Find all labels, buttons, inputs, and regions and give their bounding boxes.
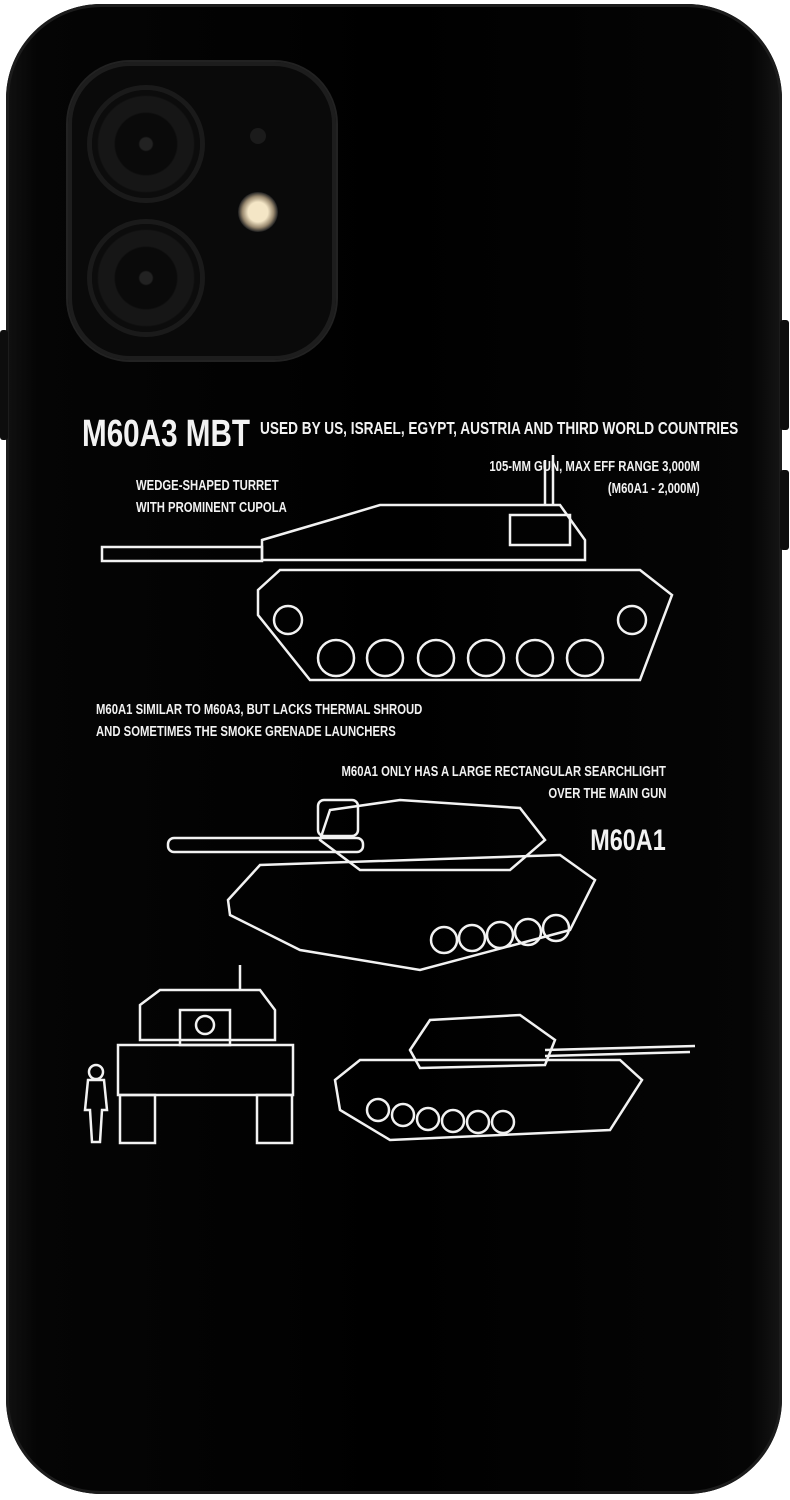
m60a1-three-quarter-view — [166, 798, 597, 972]
m60-rear-three-quarter-view — [333, 1013, 696, 1142]
gun-note-2: (M60A1 - 2,000M) — [608, 481, 700, 497]
side-button-left — [0, 330, 8, 440]
road-wheels — [272, 604, 648, 678]
microphone-hole — [250, 128, 266, 144]
title: M60A3 MBT — [82, 413, 250, 455]
human-silhouette-scale — [83, 1063, 109, 1144]
camera-lens-bottom — [92, 224, 200, 332]
similar-note-1: M60A1 SIMILAR TO M60A3, BUT LACKS THERMA… — [96, 702, 423, 718]
searchlight-note-1: M60A1 ONLY HAS A LARGE RECTANGULAR SEARC… — [341, 764, 666, 780]
m60a3-side-view — [100, 455, 674, 682]
side-button-right — [780, 320, 789, 430]
gun-note-1: 105-MM GUN, MAX EFF RANGE 3,000M — [489, 459, 700, 475]
searchlight-note-2: OVER THE MAIN GUN — [547, 786, 666, 802]
turret-note-2: WITH PROMINENT CUPOLA — [136, 500, 287, 516]
camera-lens-top — [92, 90, 200, 198]
m60-front-view — [116, 965, 295, 1145]
turret-note-1: WEDGE-SHAPED TURRET — [136, 478, 279, 494]
camera-flash — [238, 192, 278, 232]
camera-bump — [68, 62, 336, 360]
m60a1-label: M60A1 — [590, 824, 666, 857]
subtitle: USED BY US, ISRAEL, EGYPT, AUSTRIA AND T… — [260, 418, 739, 438]
side-button-right-2 — [780, 470, 789, 550]
similar-note-2: AND SOMETIMES THE SMOKE GRENADE LAUNCHER… — [96, 724, 396, 740]
